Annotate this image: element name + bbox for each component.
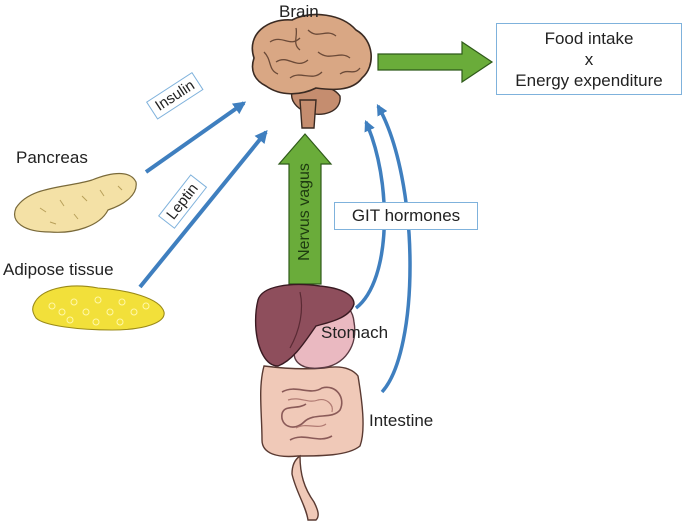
leptin-arrow: [138, 130, 268, 289]
large-intestine: [259, 365, 364, 458]
intestine-hormone-arrow: [376, 104, 412, 394]
small-intestine: [281, 386, 343, 441]
nervus-vagus-label: Nervus vagus: [296, 163, 313, 261]
stomach-label: Stomach: [321, 323, 389, 342]
intestine-label: Intestine: [369, 411, 434, 430]
git-hormones-box: GIT hormones: [334, 202, 478, 230]
pancreas-illustration: [14, 172, 137, 233]
rectum: [291, 454, 319, 521]
brain-to-outcome-arrow: [377, 40, 494, 84]
liver-illustration: [254, 283, 355, 367]
nervus-vagus-arrow: [277, 133, 333, 285]
outcome-line-1: Food intake: [544, 29, 634, 48]
brain-label: Brain: [279, 2, 319, 21]
adipose-illustration: [32, 285, 165, 331]
adipose-label: Adipose tissue: [3, 260, 114, 279]
pancreas-label: Pancreas: [16, 148, 88, 167]
brain-folds: [263, 27, 361, 79]
intestine-illustration: [259, 365, 364, 521]
insulin-arrow: [144, 101, 247, 174]
cerebrum: [251, 13, 372, 95]
outcome-line-2: x: [584, 50, 594, 69]
brain-stem: [299, 99, 317, 129]
outcome-box: Food intake x Energy expenditure: [496, 23, 682, 95]
outcome-line-3: Energy expenditure: [515, 71, 663, 90]
brain-illustration: [251, 13, 372, 129]
